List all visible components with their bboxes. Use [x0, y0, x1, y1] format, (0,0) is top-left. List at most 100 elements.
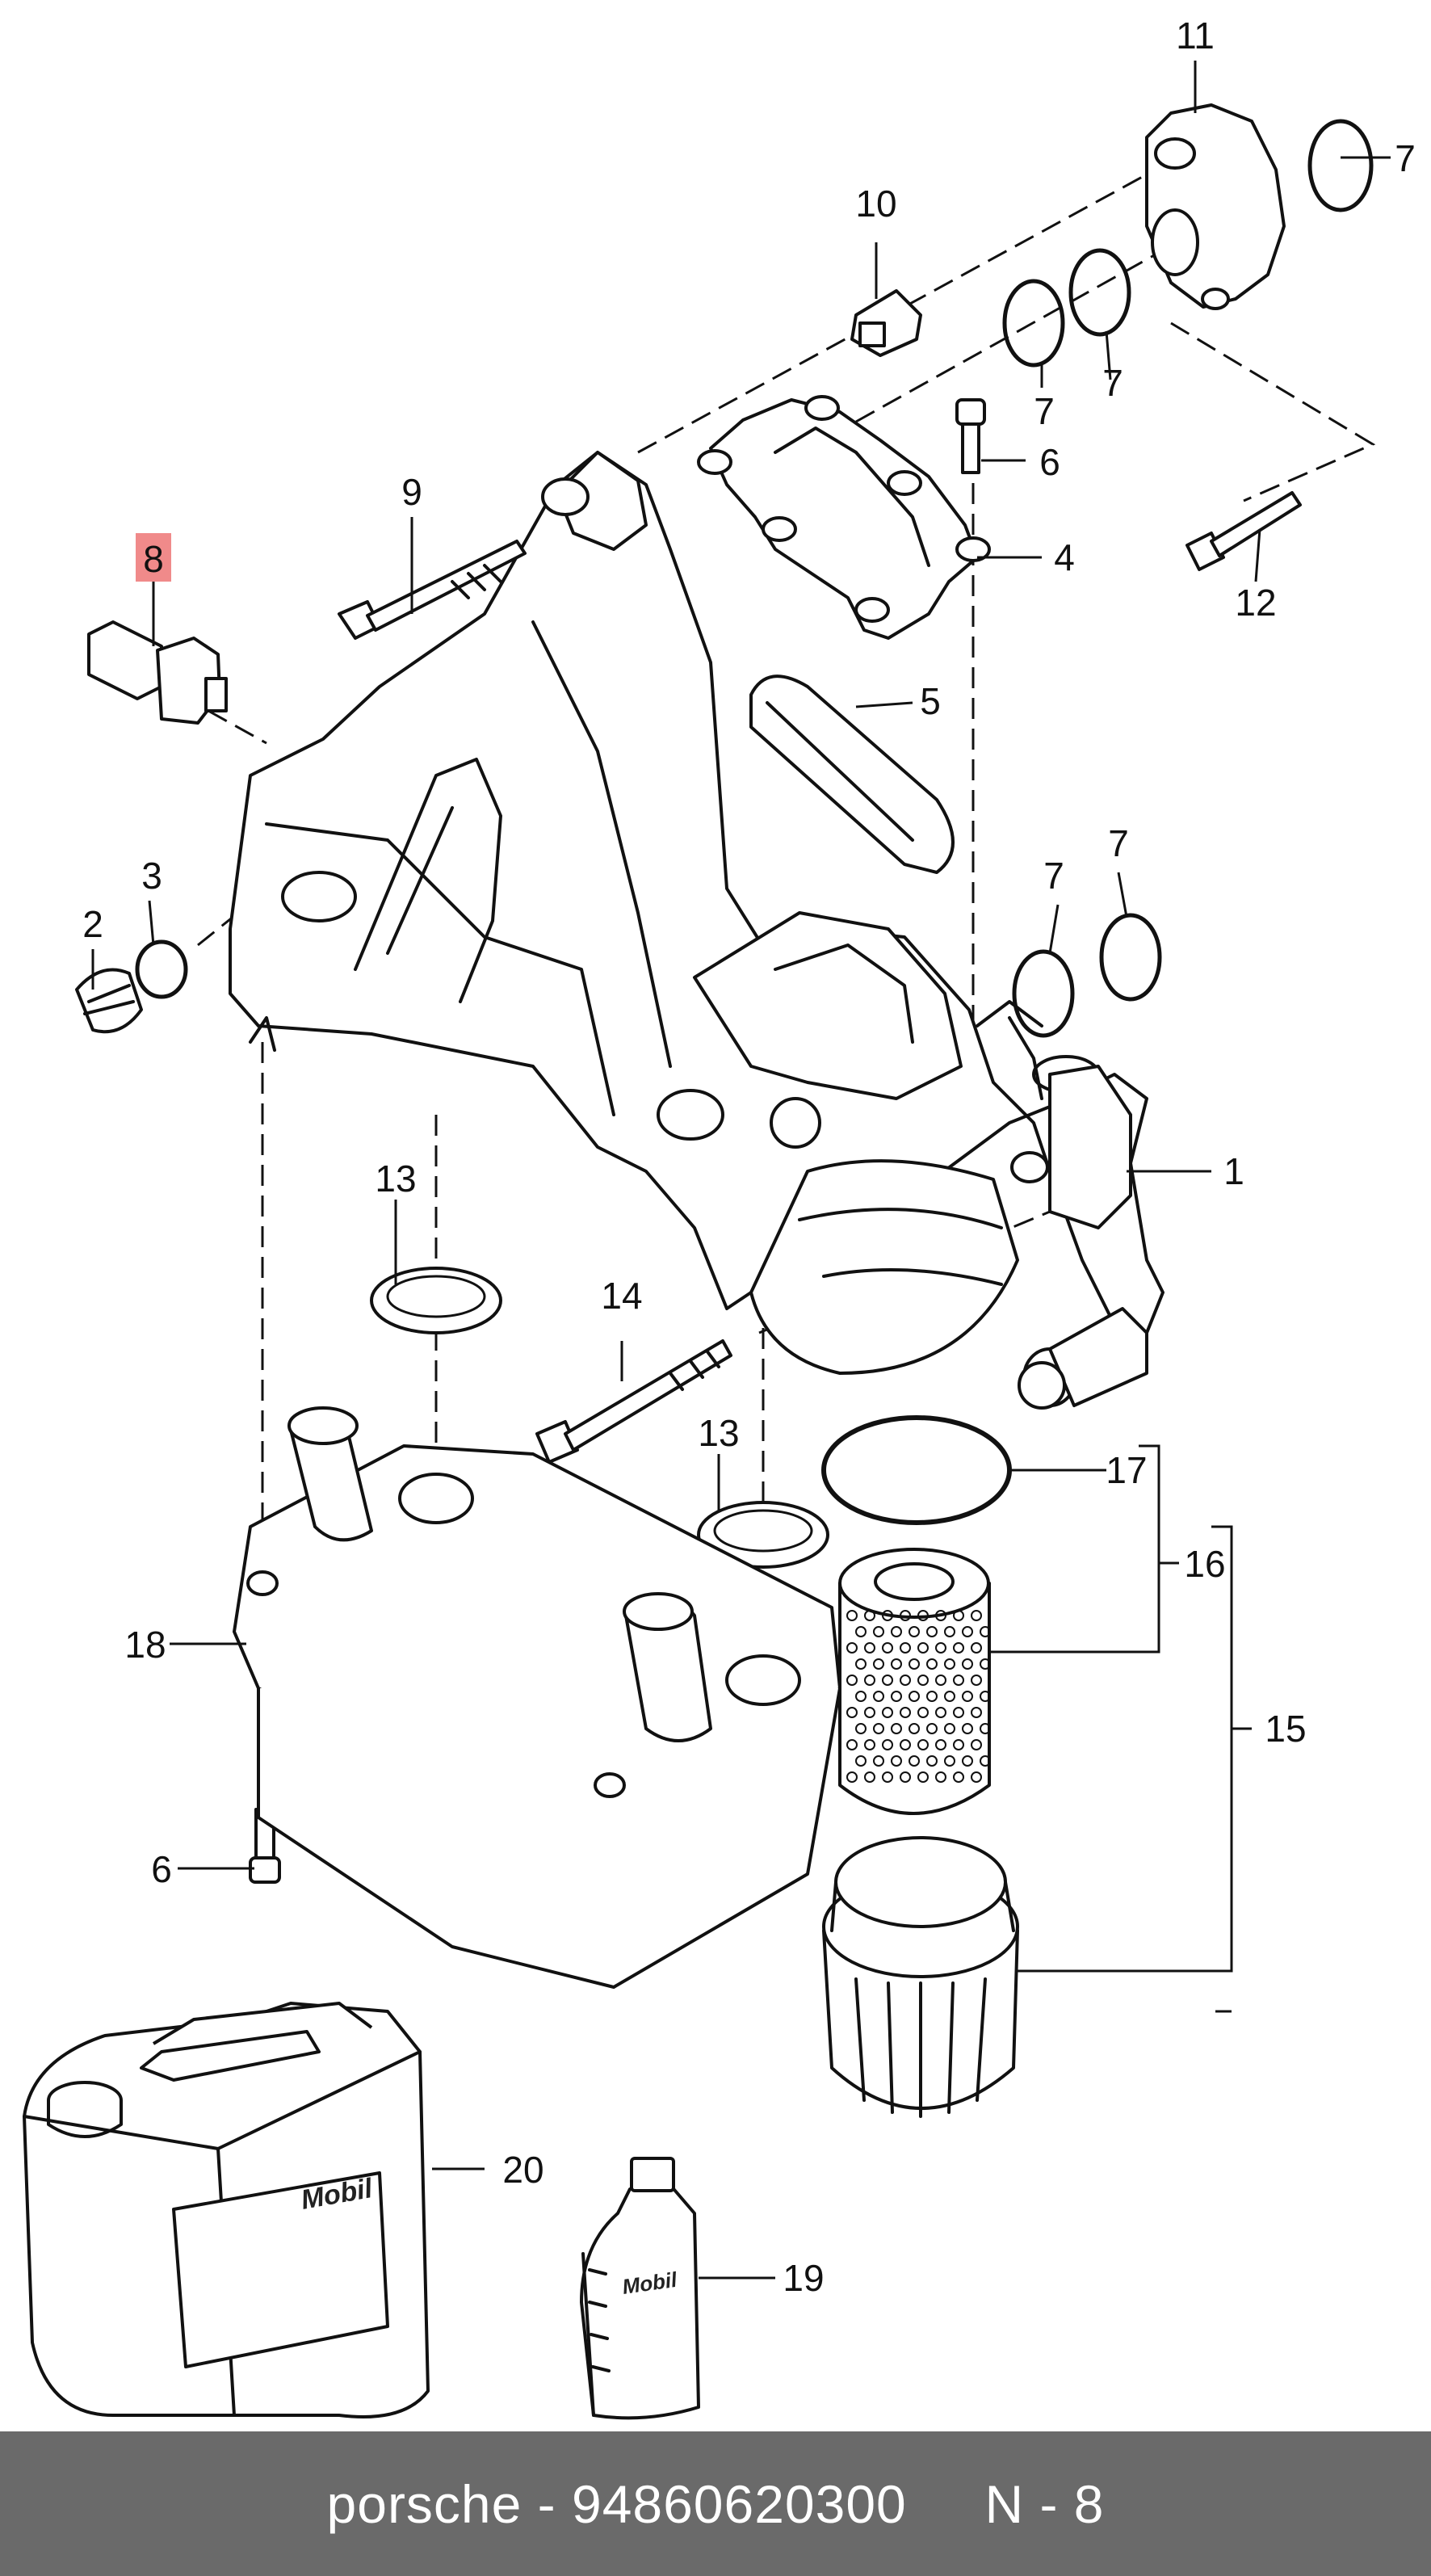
perforation-hole: [909, 1723, 920, 1734]
perforation-hole: [864, 1707, 875, 1718]
perforation-hole: [855, 1723, 867, 1734]
perforation-hole: [971, 1707, 982, 1718]
perforation-hole: [909, 1755, 920, 1767]
perforation-hole: [917, 1610, 929, 1621]
perforation-hole: [900, 1739, 911, 1750]
perforation-hole: [953, 1642, 964, 1654]
perforation-hole: [980, 1626, 991, 1637]
perforation-hole: [900, 1675, 911, 1686]
perforation-hole: [882, 1675, 893, 1686]
part-oil-pressure-switch: [87, 620, 228, 725]
perforation-hole: [909, 1658, 920, 1670]
perforation-hole: [962, 1658, 973, 1670]
part-bolt-12: [1186, 491, 1302, 571]
perforation-hole: [953, 1675, 964, 1686]
perforation-hole: [846, 1707, 858, 1718]
part-ring-13: [370, 1267, 829, 1569]
perforation-hole: [846, 1739, 858, 1750]
callout-17: 17: [1106, 1449, 1147, 1491]
callout-1: 1: [1223, 1150, 1244, 1192]
part-seal-3: [135, 939, 188, 999]
perforation-hole: [855, 1755, 867, 1767]
perforation-hole: [944, 1658, 955, 1670]
perforation-hole: [882, 1610, 893, 1621]
part-oil-cooler: [233, 1406, 841, 1989]
perforation-hole: [891, 1658, 902, 1670]
perforation-hole: [971, 1739, 982, 1750]
parts-diagram: Mobil Mobil: [23, 15, 1416, 2420]
perforation-hole: [900, 1642, 911, 1654]
perforation-hole: [891, 1755, 902, 1767]
part-cover: [697, 395, 991, 640]
part-filter-element: [838, 1548, 991, 1815]
perforation-hole: [873, 1723, 884, 1734]
perforation-hole: [944, 1691, 955, 1702]
perforation-hole: [953, 1610, 964, 1621]
part-plug-2: [75, 968, 143, 1034]
perforation-hole: [926, 1658, 938, 1670]
part-screw-6-top: [955, 398, 986, 474]
perforation-hole: [980, 1723, 991, 1734]
callout-7-mid-left: 7: [1043, 855, 1064, 897]
part-oil-canister: Mobil: [23, 2002, 430, 2418]
perforation-hole: [891, 1626, 902, 1637]
callout-9: 9: [401, 471, 422, 513]
callout-14: 14: [601, 1275, 642, 1317]
perforation-hole: [846, 1771, 858, 1783]
perforation-hole: [873, 1626, 884, 1637]
perforation-hole: [891, 1723, 902, 1734]
callout-10: 10: [855, 183, 896, 225]
perforation-hole: [900, 1771, 911, 1783]
perforation-hole: [846, 1675, 858, 1686]
perforation-hole: [926, 1755, 938, 1767]
callout-19: 19: [783, 2257, 824, 2299]
callout-8-highlight: [136, 533, 171, 582]
perforation-hole: [971, 1675, 982, 1686]
callout-7-right: 7: [1102, 362, 1123, 404]
callout-5: 5: [920, 680, 941, 722]
perforation-hole: [917, 1642, 929, 1654]
callout-8: 8: [143, 538, 164, 580]
perforation-hole: [935, 1642, 946, 1654]
perforation-hole: [917, 1771, 929, 1783]
perforation-hole: [873, 1755, 884, 1767]
perforation-hole: [882, 1642, 893, 1654]
perforation-hole: [846, 1610, 858, 1621]
perforation-hole: [917, 1739, 929, 1750]
part-gasket: [749, 674, 955, 874]
part-plug-10: [850, 289, 922, 357]
perforation-hole: [980, 1755, 991, 1767]
callout-4: 4: [1054, 536, 1075, 578]
perforation-hole: [900, 1707, 911, 1718]
part-oring-17: [821, 1415, 1012, 1525]
callout-20: 20: [502, 2149, 543, 2191]
callout-3: 3: [141, 855, 162, 897]
callout-15: 15: [1265, 1708, 1306, 1750]
perforation-hole: [935, 1707, 946, 1718]
perforation-hole: [855, 1658, 867, 1670]
perforation-hole: [882, 1707, 893, 1718]
callout-7-mid-right: 7: [1108, 822, 1129, 864]
perforation-hole: [882, 1771, 893, 1783]
perforation-hole: [944, 1723, 955, 1734]
perforation-hole: [926, 1691, 938, 1702]
perforation-hole: [855, 1691, 867, 1702]
filter-perforation: [846, 1610, 991, 1783]
perforation-hole: [864, 1739, 875, 1750]
perforation-hole: [900, 1610, 911, 1621]
perforation-hole: [926, 1723, 938, 1734]
perforation-hole: [944, 1755, 955, 1767]
part-flange: [1145, 103, 1286, 310]
perforation-hole: [873, 1658, 884, 1670]
perforation-hole: [962, 1723, 973, 1734]
callout-12: 12: [1235, 582, 1276, 624]
perforation-hole: [944, 1626, 955, 1637]
callout-7-left: 7: [1034, 390, 1055, 432]
perforation-hole: [935, 1610, 946, 1621]
perforation-hole: [846, 1642, 858, 1654]
perforation-hole: [971, 1771, 982, 1783]
perforation-hole: [935, 1675, 946, 1686]
callout-6-bottom: 6: [151, 1848, 172, 1890]
perforation-hole: [962, 1691, 973, 1702]
perforation-hole: [864, 1675, 875, 1686]
